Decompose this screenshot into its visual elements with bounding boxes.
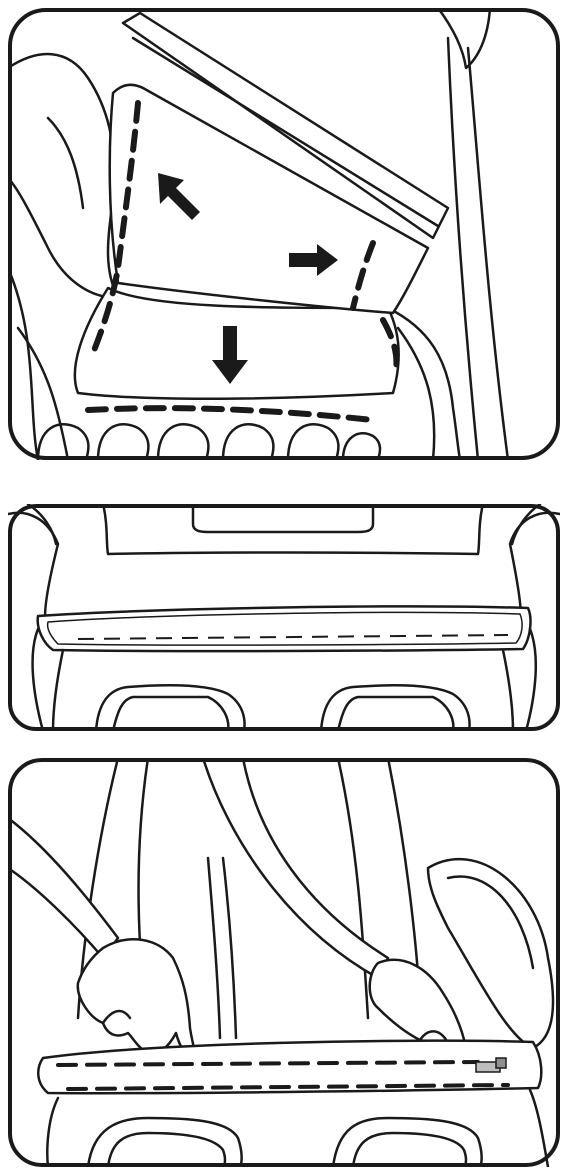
seat-back-line-6 (223, 858, 236, 1038)
seat-back-line-5 (208, 858, 220, 1038)
hands-strap-illustration (8, 758, 560, 1167)
headrest-edge (438, 8, 490, 68)
panel-step-1 (8, 8, 560, 460)
dashed-edge-bottom (88, 408, 373, 420)
leg-opening-left-inner (108, 1133, 225, 1167)
leg-opening-left-inner (113, 697, 228, 731)
seat-side-right-lower-inner (503, 650, 513, 731)
leg-opening-left (88, 1118, 242, 1167)
right-bolster-inner (448, 876, 533, 968)
seat-side-right-lower (526, 629, 536, 731)
seat-base-scallops (38, 424, 380, 460)
seat-side-left-lower-inner (53, 650, 63, 731)
seat-back-illustration (8, 8, 560, 460)
left-hand (78, 939, 195, 1058)
seat-side-left-lower (47, 1098, 58, 1167)
seat-base-illustration (8, 504, 560, 731)
left-hand (8, 54, 118, 298)
seat-side-left-lower (33, 629, 43, 731)
seat-back-line-3 (338, 758, 368, 1018)
seat-right-bolster (468, 48, 508, 460)
leg-opening-right-inner (353, 1133, 466, 1167)
panel-step-3 (8, 758, 560, 1167)
seat-side-right-lower (530, 1090, 548, 1167)
headrest-recess (193, 504, 373, 532)
right-bolster-inner (512, 504, 540, 544)
leg-opening-right-inner (338, 697, 453, 731)
seat-back-top (103, 504, 483, 554)
left-bolster-inner (28, 504, 56, 544)
seat-cushion-right (398, 328, 434, 460)
seat-side-left-inner (18, 328, 68, 460)
panel-step-2 (8, 504, 560, 731)
